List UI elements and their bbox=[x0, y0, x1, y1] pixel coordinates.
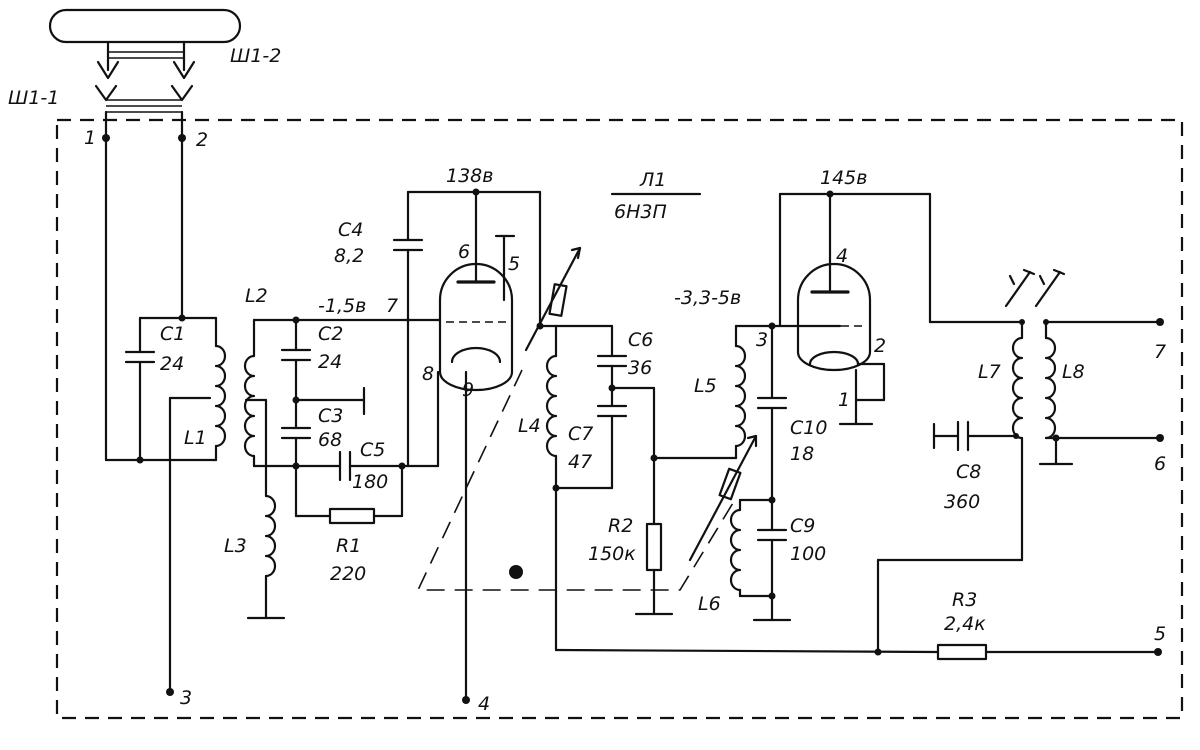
l6-ref: L6 bbox=[698, 593, 721, 615]
l8-ref: L8 bbox=[1062, 361, 1085, 383]
r2-value: 150к bbox=[588, 543, 636, 565]
left-grid-voltage: -1,5в bbox=[318, 295, 366, 317]
ganged-tuning-link bbox=[416, 369, 737, 591]
c3-value: 68 bbox=[318, 429, 342, 451]
c3-ref: C3 bbox=[318, 405, 343, 427]
c10-value: 18 bbox=[790, 443, 814, 465]
c1-value: 24 bbox=[160, 353, 184, 375]
l4-ref: L4 bbox=[518, 415, 541, 437]
pin-9: 9 bbox=[462, 379, 474, 401]
right-anode-voltage: 145в bbox=[820, 167, 867, 189]
plug-label-1: Ш1-1 bbox=[8, 87, 59, 109]
terminal-3-label: 3 bbox=[180, 687, 192, 709]
interstage-circuit bbox=[524, 246, 738, 652]
c4-value: 8,2 bbox=[334, 245, 364, 267]
left-anode-circuit bbox=[392, 188, 542, 468]
r3-value: 2,4к bbox=[944, 613, 986, 635]
tube-type: 6Н3П bbox=[614, 201, 667, 223]
c2-value: 24 bbox=[318, 351, 342, 373]
plug-label-2: Ш1-2 bbox=[230, 45, 281, 67]
terminal-7-label: 7 bbox=[1154, 341, 1166, 363]
c10-ref: C10 bbox=[790, 417, 827, 439]
c5-ref: C5 bbox=[360, 439, 385, 461]
pin-5: 5 bbox=[508, 253, 520, 275]
l5-ref: L5 bbox=[694, 375, 717, 397]
input-circuit bbox=[102, 110, 227, 696]
right-triode bbox=[778, 190, 932, 426]
pin-7: 7 bbox=[386, 295, 398, 317]
c9-ref: C9 bbox=[790, 515, 815, 537]
left-triode bbox=[438, 262, 514, 702]
l1-ref: L1 bbox=[184, 427, 207, 449]
antenna-plug bbox=[48, 8, 242, 113]
l7-ref: L7 bbox=[978, 361, 1001, 383]
left-anode-voltage: 138в bbox=[446, 165, 493, 187]
c5-value: 180 bbox=[352, 471, 388, 493]
pin-3: 3 bbox=[756, 329, 768, 351]
tube-name: Л1 bbox=[639, 169, 666, 191]
tube-designation: Л1 6Н3П bbox=[610, 169, 702, 223]
terminal-4-label: 4 bbox=[478, 693, 490, 715]
c8-ref: C8 bbox=[956, 461, 981, 483]
r1-ref: R1 bbox=[336, 535, 361, 557]
l2-ref: L2 bbox=[245, 285, 268, 307]
right-grid-circuit bbox=[688, 322, 842, 622]
c6-value: 36 bbox=[628, 357, 652, 379]
terminal-6-label: 6 bbox=[1154, 453, 1166, 475]
pin-1: 1 bbox=[838, 389, 850, 411]
pin-4: 4 bbox=[836, 245, 848, 267]
c8-value: 360 bbox=[944, 491, 980, 513]
pin-6: 6 bbox=[458, 241, 470, 263]
terminal-5-label: 5 bbox=[1154, 623, 1166, 645]
c9-value: 100 bbox=[790, 543, 826, 565]
c4-ref: C4 bbox=[338, 219, 363, 241]
c6-ref: C6 bbox=[628, 329, 653, 351]
c7-value: 47 bbox=[568, 451, 592, 473]
c2-ref: C2 bbox=[318, 323, 343, 345]
c7-ref: C7 bbox=[568, 423, 593, 445]
c1-ref: C1 bbox=[160, 323, 185, 345]
right-grid-voltage: -3,3-5в bbox=[674, 287, 741, 309]
r1-value: 220 bbox=[330, 563, 366, 585]
output-circuit bbox=[554, 268, 1164, 661]
terminal-1-label: 1 bbox=[84, 127, 96, 149]
shield-enclosure bbox=[55, 118, 1184, 720]
terminal-2-label: 2 bbox=[196, 129, 208, 151]
pin-2: 2 bbox=[874, 335, 886, 357]
r3-ref: R3 bbox=[952, 589, 977, 611]
l3-ref: L3 bbox=[224, 535, 247, 557]
r2-ref: R2 bbox=[608, 515, 633, 537]
pin-8: 8 bbox=[422, 363, 434, 385]
